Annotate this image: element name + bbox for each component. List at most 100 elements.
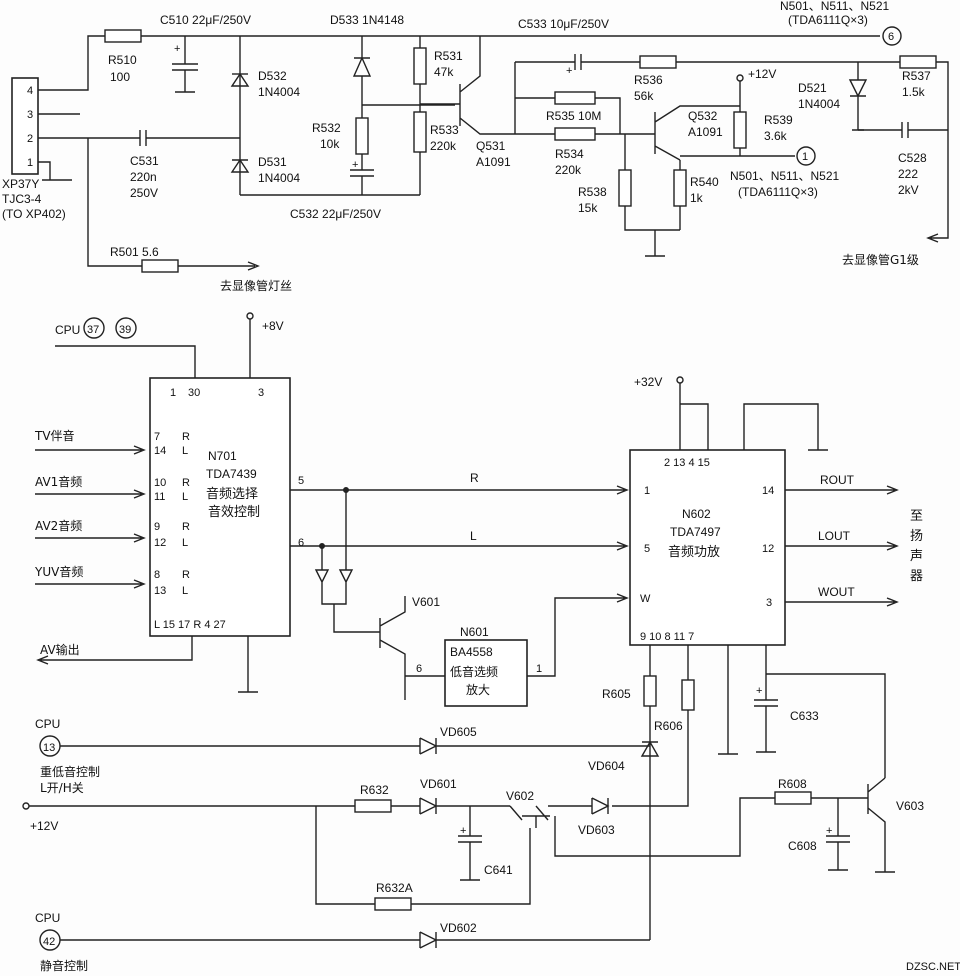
r533	[413, 111, 427, 153]
svg-text:2kV: 2kV	[898, 183, 919, 197]
r534	[554, 127, 596, 141]
svg-text:10: 10	[154, 477, 166, 489]
connector-type: TJC3-4	[2, 192, 42, 206]
input-av2: AV2音频	[35, 518, 82, 533]
svg-text:R: R	[182, 569, 190, 581]
svg-text:13: 13	[154, 585, 166, 597]
n601-chip	[444, 639, 528, 707]
svg-text:R540: R540	[690, 175, 719, 189]
n701-chip	[149, 377, 291, 637]
svg-text:+: +	[566, 65, 572, 77]
r531	[413, 47, 427, 85]
svg-text:CPU: CPU	[35, 911, 60, 925]
svg-text:C608: C608	[788, 839, 817, 853]
c533-label: C533 10μF/250V	[518, 17, 609, 31]
node-6	[882, 26, 902, 46]
svg-text:R531: R531	[434, 49, 463, 63]
svg-text:14: 14	[154, 445, 166, 457]
svg-text:L: L	[182, 491, 188, 503]
svg-text:A1091: A1091	[688, 125, 723, 139]
svg-text:1N4004: 1N4004	[258, 171, 300, 185]
c510-label: C510 22μF/250V	[160, 13, 251, 27]
svg-text:+32V: +32V	[634, 375, 662, 389]
svg-text:L 15 17 R 4 27: L 15 17 R 4 27	[154, 619, 226, 631]
top-circuit: 4 3 2 1 XP37Y TJC3-4 (TO XP402) R510 100…	[2, 0, 949, 293]
svg-text:V603: V603	[896, 799, 924, 813]
svg-text:6: 6	[416, 663, 422, 675]
filament-label: 去显像管灯丝	[220, 278, 292, 293]
svg-text:VD602: VD602	[440, 921, 477, 935]
svg-text:(TDA6111Q×3): (TDA6111Q×3)	[788, 13, 868, 27]
svg-text:CPU: CPU	[55, 323, 80, 337]
svg-text:220n: 220n	[130, 170, 157, 184]
svg-text:N501、N511、N521: N501、N511、N521	[730, 169, 839, 183]
svg-text:L: L	[182, 585, 188, 597]
svg-text:R: R	[182, 521, 190, 533]
r608	[774, 791, 812, 805]
svg-text:D531: D531	[258, 155, 287, 169]
r501	[141, 259, 179, 273]
svg-text:C531: C531	[130, 154, 159, 168]
svg-text:(TDA6111Q×3): (TDA6111Q×3)	[738, 185, 818, 199]
connector-to: (TO XP402)	[2, 207, 66, 221]
r538	[618, 169, 632, 207]
svg-text:42: 42	[43, 936, 55, 948]
r632	[354, 799, 392, 813]
svg-text:220k: 220k	[430, 139, 457, 153]
svg-text:R632: R632	[360, 783, 389, 797]
svg-text:1N4004: 1N4004	[798, 97, 840, 111]
svg-text:10k: 10k	[320, 137, 340, 151]
input-tv: TV伴音	[34, 428, 75, 443]
svg-text:R605: R605	[602, 687, 631, 701]
svg-text:TDA7497: TDA7497	[670, 525, 721, 539]
speaker-char-1: 至扬声器	[910, 509, 923, 584]
n701-name: N701	[208, 449, 237, 463]
svg-text:N501、N511、N521: N501、N511、N521	[780, 0, 889, 13]
svg-text:C528: C528	[898, 151, 927, 165]
svg-text:L开/H关: L开/H关	[40, 781, 84, 795]
svg-text:R: R	[182, 477, 190, 489]
svg-text:C633: C633	[790, 709, 819, 723]
av-output-label: AV输出	[40, 642, 80, 657]
r510	[104, 29, 142, 43]
svg-text:3.6k: 3.6k	[764, 129, 788, 143]
svg-text:8: 8	[154, 569, 160, 581]
d533-label: D533 1N4148	[330, 13, 404, 27]
n601-name: N601	[460, 625, 489, 639]
svg-text:1: 1	[536, 663, 542, 675]
svg-text:6: 6	[298, 537, 304, 549]
c532-label: C532 22μF/250V	[290, 207, 381, 221]
svg-text:R537: R537	[902, 69, 931, 83]
svg-text:CPU: CPU	[35, 717, 60, 731]
svg-text:R606: R606	[654, 719, 683, 733]
r535	[554, 91, 596, 105]
lout-label: LOUT	[818, 529, 851, 543]
svg-text:30: 30	[188, 387, 200, 399]
svg-text:3: 3	[766, 597, 772, 609]
svg-text:低音选频: 低音选频	[450, 664, 498, 679]
svg-text:R538: R538	[578, 185, 607, 199]
svg-text:W: W	[640, 593, 651, 605]
r605	[643, 675, 657, 707]
node-1	[796, 146, 816, 166]
svg-text:2 13 4 15: 2 13 4 15	[664, 457, 710, 469]
svg-text:+12V: +12V	[30, 819, 58, 833]
svg-text:7: 7	[154, 431, 160, 443]
svg-text:39: 39	[119, 324, 131, 336]
svg-text:1: 1	[170, 387, 176, 399]
pin-4: 4	[27, 85, 33, 97]
svg-text:1N4004: 1N4004	[258, 85, 300, 99]
svg-text:音频功放: 音频功放	[668, 544, 720, 560]
n602-chip	[629, 449, 786, 646]
svg-text:12: 12	[154, 537, 166, 549]
svg-text:9: 9	[154, 521, 160, 533]
svg-text:+: +	[352, 159, 358, 171]
watermark: DZSC.NET	[906, 961, 960, 973]
svg-text:R: R	[470, 471, 479, 485]
input-yuv: YUV音频	[34, 564, 83, 579]
svg-text:+: +	[826, 825, 832, 837]
rout-label: ROUT	[820, 473, 855, 487]
svg-text:BA4558: BA4558	[450, 645, 493, 659]
svg-text:放大: 放大	[466, 682, 490, 697]
svg-text:+: +	[174, 43, 180, 55]
